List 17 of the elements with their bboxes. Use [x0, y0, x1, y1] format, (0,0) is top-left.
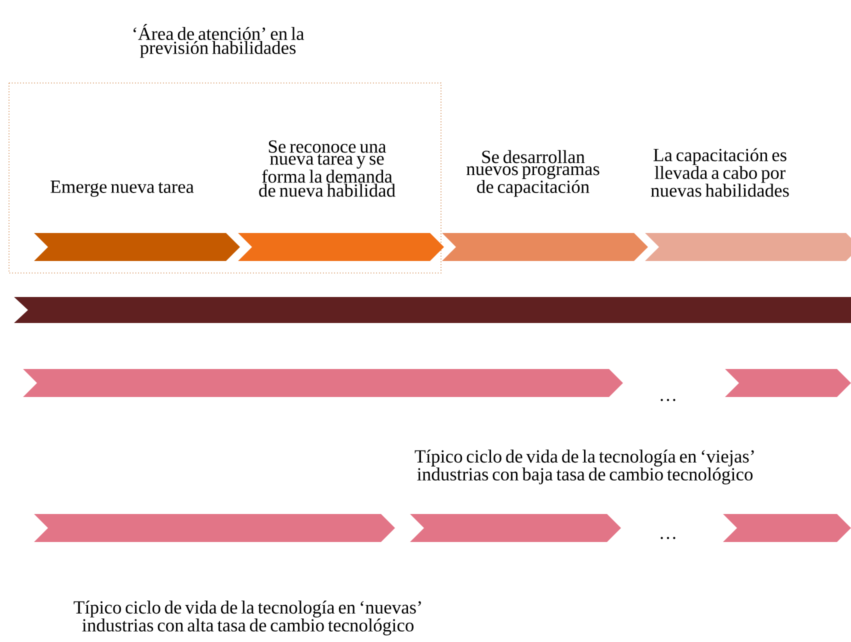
chevron-step: Se desarrollan nuevos programas de capacitación — [442, 150, 648, 261]
caption-text: Típico ciclo de vida de la tecnología en ‘viejas’ industrias con baja tasa de cambio tecnológico — [414, 450, 754, 484]
chevron-arrow — [723, 514, 851, 542]
chevron-arrow — [725, 369, 851, 397]
caption-text: Típico ciclo de vida de la tecnología en ‘nuevas’ industrias con alta tasa de cambio tecnológico — [74, 600, 421, 636]
chevron-arrow — [34, 514, 395, 542]
node-label: La capacitación es llevada a cabo por nuevas habilidades — [650, 148, 789, 197]
chevron-step: Emerge nueva tarea — [34, 180, 240, 261]
ellipsis: … — [660, 536, 676, 540]
chevron-step: La capacitación es llevada a cabo por nuevas habilidades — [645, 148, 851, 261]
ellipsis: … — [660, 398, 676, 402]
node-label: ‘Área de atención’ en la previsión habilidades — [134, 24, 304, 58]
node-label: Emerge nueva tarea — [50, 180, 194, 197]
node-label: Se reconoce una nueva tarea y se forma la demanda de nueva habilidad — [259, 140, 396, 197]
chevron-step: Se reconoce una nueva tarea y se forma la demanda de nueva habilidad — [238, 140, 444, 261]
node-label: Se desarrollan nuevos programas de capacitación — [466, 150, 600, 197]
chevron-arrow — [410, 514, 621, 542]
